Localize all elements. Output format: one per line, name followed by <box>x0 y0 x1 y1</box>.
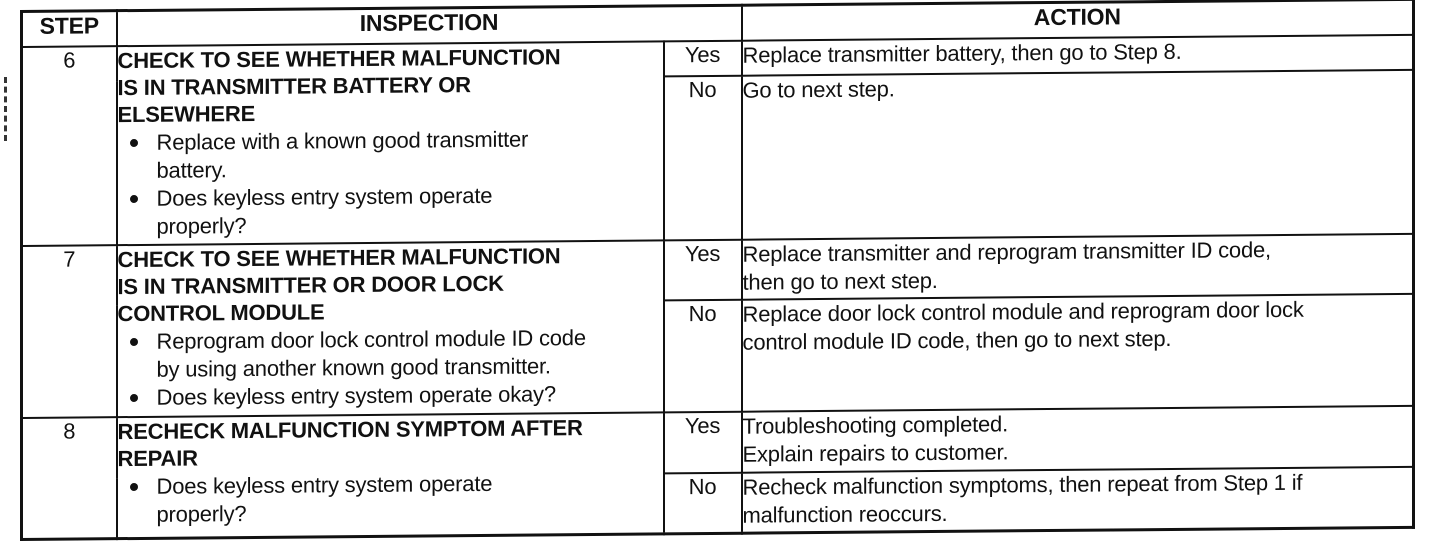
bullet-item: Does keyless entry system operate proper… <box>129 180 663 241</box>
bullet-icon <box>129 138 138 147</box>
inspection-cell-7: CHECK TO SEE WHETHER MALFUNCTION IS IN T… <box>116 239 664 417</box>
bullet-text: Reprogram door lock control module ID co… <box>156 324 586 382</box>
bullet-item: Replace with a known good transmitter ba… <box>129 124 663 185</box>
bullet-item: Does keyless entry system operate proper… <box>129 468 663 529</box>
inspection-title: RECHECK MALFUNCTION SYMPTOM AFTER REPAIR <box>117 414 583 471</box>
scan-edge-artifact <box>4 77 7 141</box>
action-no-8: Recheck malfunction symptoms, then repea… <box>741 466 1414 534</box>
yes-label-7: Yes <box>663 239 742 300</box>
bullet-text: Does keyless entry system operate proper… <box>156 470 493 527</box>
bullet-icon <box>129 194 138 203</box>
yes-label-8: Yes <box>663 411 742 473</box>
step-number-6: 6 <box>21 45 117 246</box>
action-no-6: Go to next step. <box>741 69 1414 240</box>
bullet-text: Replace with a known good transmitter ba… <box>156 126 529 183</box>
no-label-6: No <box>663 75 742 240</box>
inspection-title: CHECK TO SEE WHETHER MALFUNCTION IS IN T… <box>117 43 561 127</box>
inspection-column-header: INSPECTION <box>116 5 742 46</box>
step-number-8: 8 <box>21 416 117 540</box>
inspection-cell-6: CHECK TO SEE WHETHER MALFUNCTION IS IN T… <box>116 40 664 245</box>
scanned-page: STEP INSPECTION ACTION 6 CHECK TO SEE WH… <box>20 0 1416 542</box>
step-column-header: STEP <box>21 10 117 47</box>
inspection-bullets: Reprogram door lock control module ID co… <box>118 323 663 412</box>
bullet-icon <box>129 482 138 491</box>
inspection-title: CHECK TO SEE WHETHER MALFUNCTION IS IN T… <box>117 242 561 326</box>
action-yes-6: Replace transmitter battery, then go to … <box>741 34 1414 76</box>
bullet-text: Does keyless entry system operate okay? <box>156 380 556 410</box>
bullet-text: Does keyless entry system operate proper… <box>156 182 493 239</box>
step-number-7: 7 <box>21 244 117 418</box>
action-yes-7: Replace transmitter and reprogram transm… <box>741 233 1414 300</box>
no-label-8: No <box>663 472 742 534</box>
action-yes-8: Troubleshooting completed. Explain repai… <box>741 405 1414 473</box>
action-no-7: Replace door lock control module and rep… <box>741 293 1414 412</box>
inspection-bullets: Does keyless entry system operate proper… <box>118 468 663 529</box>
action-column-header: ACTION <box>741 0 1414 41</box>
bullet-item: Does keyless entry system operate okay? <box>129 379 663 412</box>
bullet-item: Reprogram door lock control module ID co… <box>129 323 663 384</box>
no-label-7: No <box>663 299 742 412</box>
inspection-cell-8: RECHECK MALFUNCTION SYMPTOM AFTER REPAIR… <box>116 411 664 539</box>
troubleshooting-table: STEP INSPECTION ACTION 6 CHECK TO SEE WH… <box>20 0 1416 542</box>
bullet-icon <box>129 393 138 402</box>
bullet-icon <box>129 337 138 346</box>
yes-label-6: Yes <box>663 40 742 76</box>
inspection-bullets: Replace with a known good transmitter ba… <box>118 124 663 241</box>
